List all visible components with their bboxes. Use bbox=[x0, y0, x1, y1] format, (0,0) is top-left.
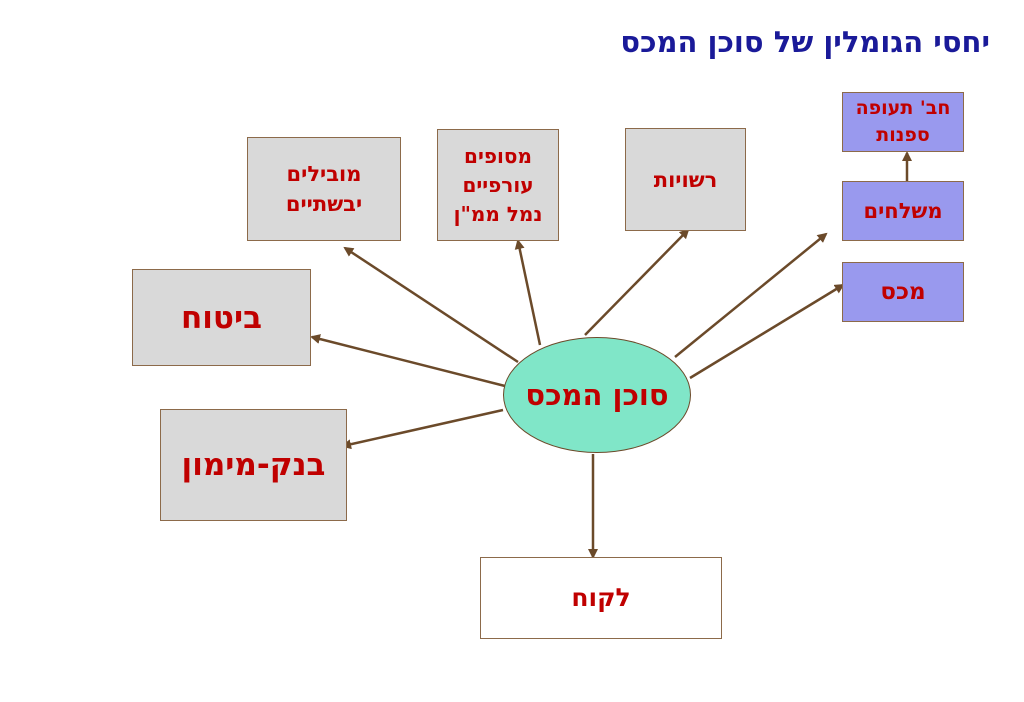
node-bank-finance: בנק-מימון bbox=[160, 409, 347, 521]
arrow-to-authorities bbox=[584, 228, 690, 336]
arrow-to-customs bbox=[689, 283, 845, 380]
arrow-to-bank-finance bbox=[341, 408, 504, 450]
arrow-to-back-terminals bbox=[514, 239, 542, 346]
node-forwarders: משלחים bbox=[842, 181, 964, 241]
node-client: לקוח bbox=[480, 557, 722, 639]
node-back-terminals: מסופים עורפיים נמל ממ"ן bbox=[437, 129, 559, 241]
diagram-title: יחסי הגומלין של סוכן המכס bbox=[620, 25, 990, 59]
arrow-to-insurance bbox=[310, 334, 506, 388]
arrow-to-forwarders bbox=[674, 232, 828, 358]
node-airline-shipping: חב' תעופה ספנות bbox=[842, 92, 964, 152]
node-insurance: ביטוח bbox=[132, 269, 311, 366]
arrow-to-land-carriers bbox=[343, 246, 519, 364]
node-land-carriers: מובילים יבשתיים bbox=[247, 137, 401, 241]
node-customs-agent-center: סוכן המכס bbox=[503, 337, 691, 453]
node-customs: מכס bbox=[842, 262, 964, 322]
node-authorities: רשויות bbox=[625, 128, 746, 231]
